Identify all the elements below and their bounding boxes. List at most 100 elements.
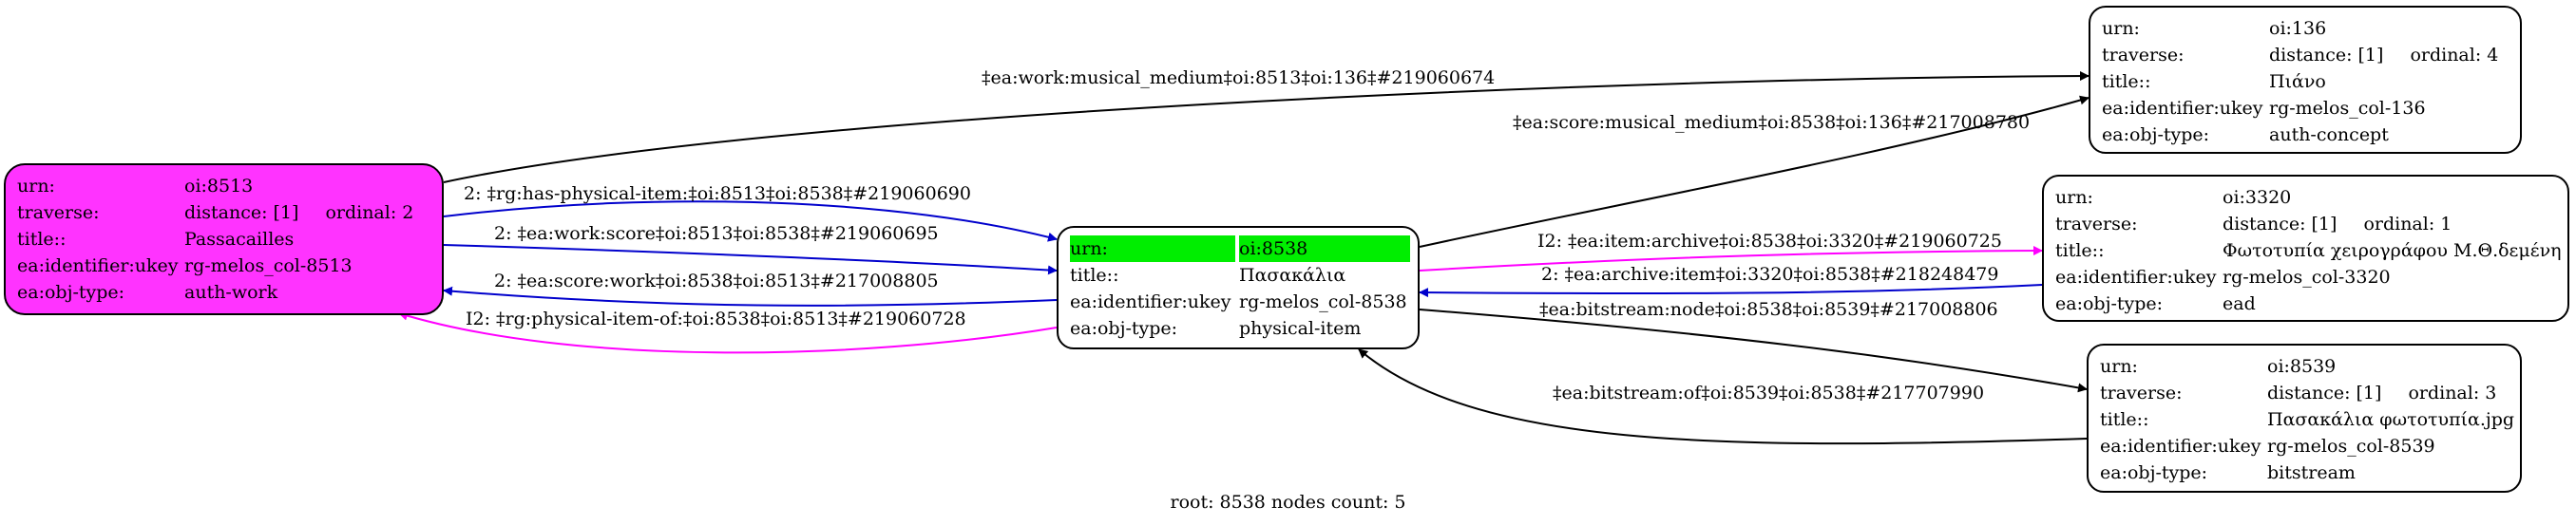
- node-oi-8538[interactable]: urn:oi:8538 title::Πασακάλια ea:identifi…: [1057, 226, 1420, 349]
- node-row: title::Passacailles: [17, 226, 430, 253]
- node-key: ea:identifier:ukey: [2100, 436, 2261, 457]
- node-row: title::Πιάνο: [2102, 68, 2509, 95]
- edge-label: I2: ‡ea:item:archive‡oi:8538‡oi:3320‡#21…: [1537, 231, 2002, 252]
- node-oi-8539[interactable]: urn:oi:8539 traverse:distance: [1]ordina…: [2087, 344, 2522, 493]
- node-key: traverse:: [2102, 45, 2185, 66]
- node-key: ea:obj-type:: [2055, 293, 2164, 314]
- node-row: title::Φωτοτυπία χειρογράφου Μ.Θ.δεμένη: [2055, 237, 2562, 264]
- node-row: title::Πασακάλια: [1070, 262, 1406, 289]
- node-value: physical-item: [1239, 318, 1362, 339]
- node-row: traverse: distance: [1] ordinal: 1: [2055, 211, 2556, 237]
- node-key: ea:obj-type:: [1070, 318, 1178, 339]
- node-row: urn: oi:136: [2102, 15, 2509, 42]
- node-key: urn:: [1070, 235, 1235, 262]
- node-row: ea:obj-type: bitstream: [2100, 459, 2509, 486]
- node-oi-3320[interactable]: urn: oi:3320 traverse: distance: [1] ordina…: [2042, 175, 2569, 322]
- edge-work-score: [443, 244, 1058, 275]
- node-row: title::Πασακάλια φωτοτυπία.jpg: [2100, 406, 2514, 433]
- node-value: oi:3320: [2223, 187, 2292, 208]
- node-row: traverse: distance: [1] ordinal: 2: [17, 199, 430, 226]
- node-key: ea:identifier:ukey: [2102, 98, 2263, 119]
- edge-item-archive: [1419, 246, 2043, 272]
- edge-score-musical-medium: [1419, 95, 2089, 248]
- node-key: ea:obj-type:: [17, 282, 125, 303]
- node-value: rg-melos_col-136: [2269, 98, 2426, 119]
- edge-label: 2: ‡rg:has-physical-item:‡oi:8513‡oi:853…: [464, 183, 971, 204]
- node-value: distance: [1]: [2267, 383, 2382, 403]
- edge-label: ‡ea:work:musical_medium‡oi:8513‡oi:136‡#…: [982, 67, 1495, 88]
- node-value: rg-melos_col-8513: [184, 255, 353, 276]
- node-row: urn: oi:8539: [2100, 353, 2509, 380]
- node-value: oi:136: [2269, 18, 2327, 39]
- node-value: oi:8538: [1239, 235, 1410, 262]
- node-key: urn:: [2100, 356, 2138, 377]
- edge-label: 2: ‡ea:archive:item‡oi:3320‡oi:8538‡#218…: [1541, 264, 1998, 285]
- node-value: distance: [1]: [2223, 214, 2337, 234]
- node-row: ea:obj-type: physical-item: [1070, 315, 1406, 342]
- node-value-2: ordinal: 1: [2363, 214, 2452, 234]
- node-row: ea:identifier:ukey rg-melos_col-136: [2102, 95, 2509, 122]
- node-value: rg-melos_col-3320: [2223, 267, 2391, 288]
- node-key: urn:: [17, 176, 55, 197]
- node-value: rg-melos_col-8538: [1239, 291, 1407, 312]
- node-row: ea:identifier:ukey rg-melos_col-8539: [2100, 433, 2509, 459]
- node-row: ea:obj-type: auth-work: [17, 279, 430, 306]
- node-value: rg-melos_col-8539: [2267, 436, 2435, 457]
- node-value: distance: [1]: [184, 202, 299, 223]
- node-key: traverse:: [17, 202, 100, 223]
- node-value: auth-concept: [2269, 124, 2389, 145]
- node-value: Πασακάλια φωτοτυπία.jpg: [2267, 409, 2515, 430]
- node-value: oi:8513: [184, 176, 254, 197]
- edge-has-physical-item: [443, 200, 1058, 242]
- edge-bitstream-of: [1358, 348, 2088, 445]
- node-key: ea:identifier:ukey: [1070, 291, 1231, 312]
- node-value: bitstream: [2267, 462, 2356, 483]
- node-value: ead: [2223, 293, 2256, 314]
- edge-label: 2: ‡ea:work:score‡oi:8513‡oi:8538‡#21906…: [494, 223, 939, 244]
- edge-archive-item: [1419, 284, 2043, 298]
- node-row: ea:identifier:ukey rg-melos_col-3320: [2055, 264, 2556, 291]
- node-row: ea:identifier:ukey rg-melos_col-8538: [1070, 289, 1407, 315]
- graph-footer: root: 8538 nodes count: 5: [1170, 492, 1406, 513]
- edge-physical-item-of: [398, 310, 1058, 354]
- node-value: Πασακάλια: [1239, 265, 1346, 286]
- node-key: urn:: [2055, 187, 2093, 208]
- node-value-2: ordinal: 3: [2408, 383, 2497, 403]
- node-key: title::: [2102, 71, 2151, 92]
- node-oi-136[interactable]: urn: oi:136 traverse: distance: [1] ordinal…: [2089, 6, 2522, 154]
- node-row: urn: oi:8513: [17, 173, 430, 199]
- node-value-2: ordinal: 4: [2410, 45, 2499, 66]
- edge-label: ‡ea:bitstream:of‡oi:8539‡oi:8538‡#217707…: [1553, 383, 1984, 403]
- node-row: urn:oi:8538: [1070, 235, 1410, 262]
- node-value: Passacailles: [184, 229, 295, 250]
- edge-label: ‡ea:bitstream:node‡oi:8538‡oi:8539‡#2170…: [1539, 299, 1998, 320]
- node-key: ea:obj-type:: [2102, 124, 2210, 145]
- node-value: auth-work: [184, 282, 278, 303]
- node-key: traverse:: [2055, 214, 2138, 234]
- node-value: oi:8539: [2267, 356, 2337, 377]
- node-value: Πιάνο: [2269, 71, 2326, 92]
- node-value: distance: [1]: [2269, 45, 2384, 66]
- edge-score-work: [443, 286, 1058, 307]
- node-key: title::: [2055, 240, 2105, 261]
- node-row: ea:obj-type: ead: [2055, 291, 2556, 317]
- node-key: title::: [17, 229, 67, 250]
- node-key: title::: [2100, 409, 2149, 430]
- node-row: traverse:distance: [1]ordinal: 3: [2100, 380, 2509, 406]
- node-value-2: ordinal: 2: [325, 202, 414, 223]
- node-value: Φωτοτυπία χειρογράφου Μ.Θ.δεμένη: [2223, 240, 2562, 261]
- edge-label: 2: ‡ea:score:work‡oi:8538‡oi:8513‡#21700…: [494, 271, 939, 291]
- node-row: traverse: distance: [1] ordinal: 4: [2102, 42, 2509, 68]
- edge-label: I2: ‡rg:physical-item-of:‡oi:8538‡oi:851…: [466, 309, 966, 329]
- node-key: ea:identifier:ukey: [2055, 267, 2217, 288]
- edge-work-musical-medium: [443, 71, 2089, 183]
- node-oi-8513[interactable]: urn: oi:8513 traverse: distance: [1] ordina…: [4, 163, 444, 315]
- node-row: ea:obj-type: auth-concept: [2102, 122, 2509, 148]
- node-key: ea:identifier:ukey: [17, 255, 179, 276]
- node-key: urn:: [2102, 18, 2140, 39]
- node-row: urn: oi:3320: [2055, 184, 2556, 211]
- node-key: ea:obj-type:: [2100, 462, 2208, 483]
- edge-bitstream-node: [1419, 309, 2088, 393]
